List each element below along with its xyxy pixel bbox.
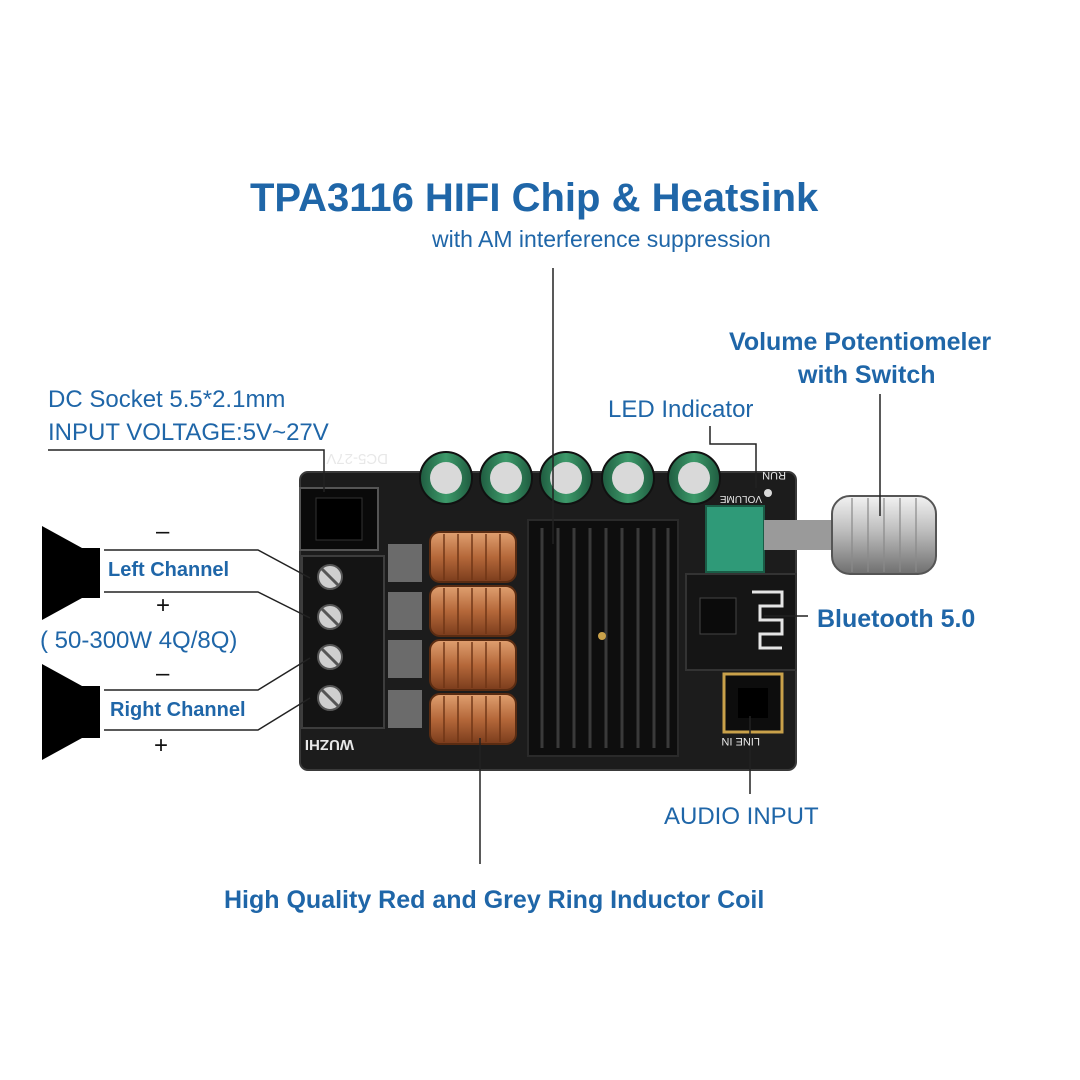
heatsink — [527, 519, 679, 757]
right-channel-label: Right Channel — [110, 699, 246, 721]
silk-run-label: RUN — [762, 469, 786, 481]
silk-line-in-label: LINE IN — [721, 735, 760, 747]
audio-jack — [722, 672, 784, 734]
volume-label-line1: Volume Potentiomeler — [729, 328, 992, 356]
silk-dc-label: DC5-27V — [326, 450, 388, 467]
volume-potentiometer — [705, 495, 937, 575]
chip-subtitle: with AM interference suppression — [432, 226, 771, 252]
bluetooth-module — [685, 573, 797, 671]
electrolytic-capacitors — [419, 451, 721, 505]
silk-brand-label: WUZHI — [305, 736, 354, 753]
volume-label-line2: with Switch — [798, 361, 936, 389]
left-minus-sign: – — [156, 518, 170, 545]
right-minus-sign: – — [156, 660, 170, 687]
dc-socket — [299, 487, 379, 551]
dc-socket-label-line1: DC Socket 5.5*2.1mm — [48, 386, 286, 413]
leader-lines — [48, 268, 881, 864]
inductor-coils — [429, 531, 517, 745]
bluetooth-antenna-icon — [752, 590, 784, 650]
screw-terminal-block — [301, 555, 385, 729]
led-indicator-light — [764, 489, 772, 497]
audio-input-label: AUDIO INPUT — [664, 803, 819, 830]
speaker-icon — [42, 664, 100, 760]
screw-terminal-icon — [317, 564, 343, 711]
right-plus-sign: + — [154, 732, 169, 759]
film-capacitors — [388, 544, 422, 728]
chip-title: TPA3116 HIFI Chip & Heatsink — [250, 176, 819, 220]
bluetooth-label: Bluetooth 5.0 — [815, 603, 978, 636]
inductor-coil-label: High Quality Red and Grey Ring Inductor … — [224, 886, 765, 914]
left-channel-label: Left Channel — [108, 559, 230, 581]
left-plus-sign: + — [156, 592, 171, 619]
dc-socket-label-line2: INPUT VOLTAGE:5V~27V — [48, 419, 329, 446]
silk-volume-label: VOLUME — [719, 493, 762, 504]
led-indicator-label: LED Indicator — [608, 396, 754, 423]
speaker-icon — [42, 526, 100, 620]
power-range-label: ( 50-300W 4Q/8Q) — [40, 627, 238, 654]
